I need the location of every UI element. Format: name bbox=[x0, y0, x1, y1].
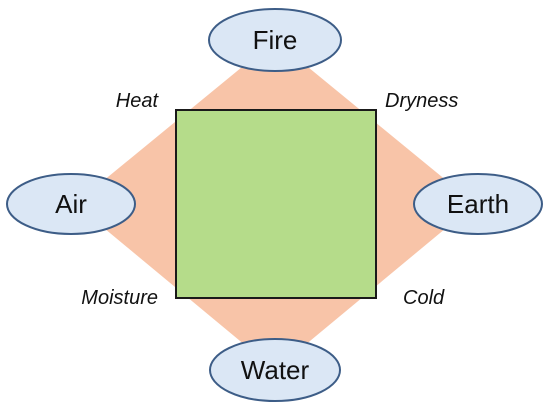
element-node-air: Air bbox=[6, 173, 136, 235]
water-ellipse bbox=[209, 338, 341, 402]
water-label: Water bbox=[241, 355, 310, 385]
element-node-water: Water bbox=[209, 338, 341, 402]
quality-label-cold: Cold bbox=[403, 287, 445, 309]
central-square bbox=[175, 109, 377, 299]
quality-label-dryness: Dryness bbox=[385, 90, 458, 112]
air-ellipse bbox=[6, 173, 136, 235]
element-node-fire: Fire bbox=[208, 8, 342, 72]
earth-label: Earth bbox=[447, 189, 509, 219]
element-node-earth: Earth bbox=[413, 173, 543, 235]
earth-ellipse bbox=[413, 173, 543, 235]
fire-ellipse bbox=[208, 8, 342, 72]
fire-label: Fire bbox=[253, 25, 298, 55]
quality-label-moisture: Moisture bbox=[81, 287, 158, 309]
air-label: Air bbox=[55, 189, 87, 219]
quality-label-heat: Heat bbox=[116, 90, 160, 112]
